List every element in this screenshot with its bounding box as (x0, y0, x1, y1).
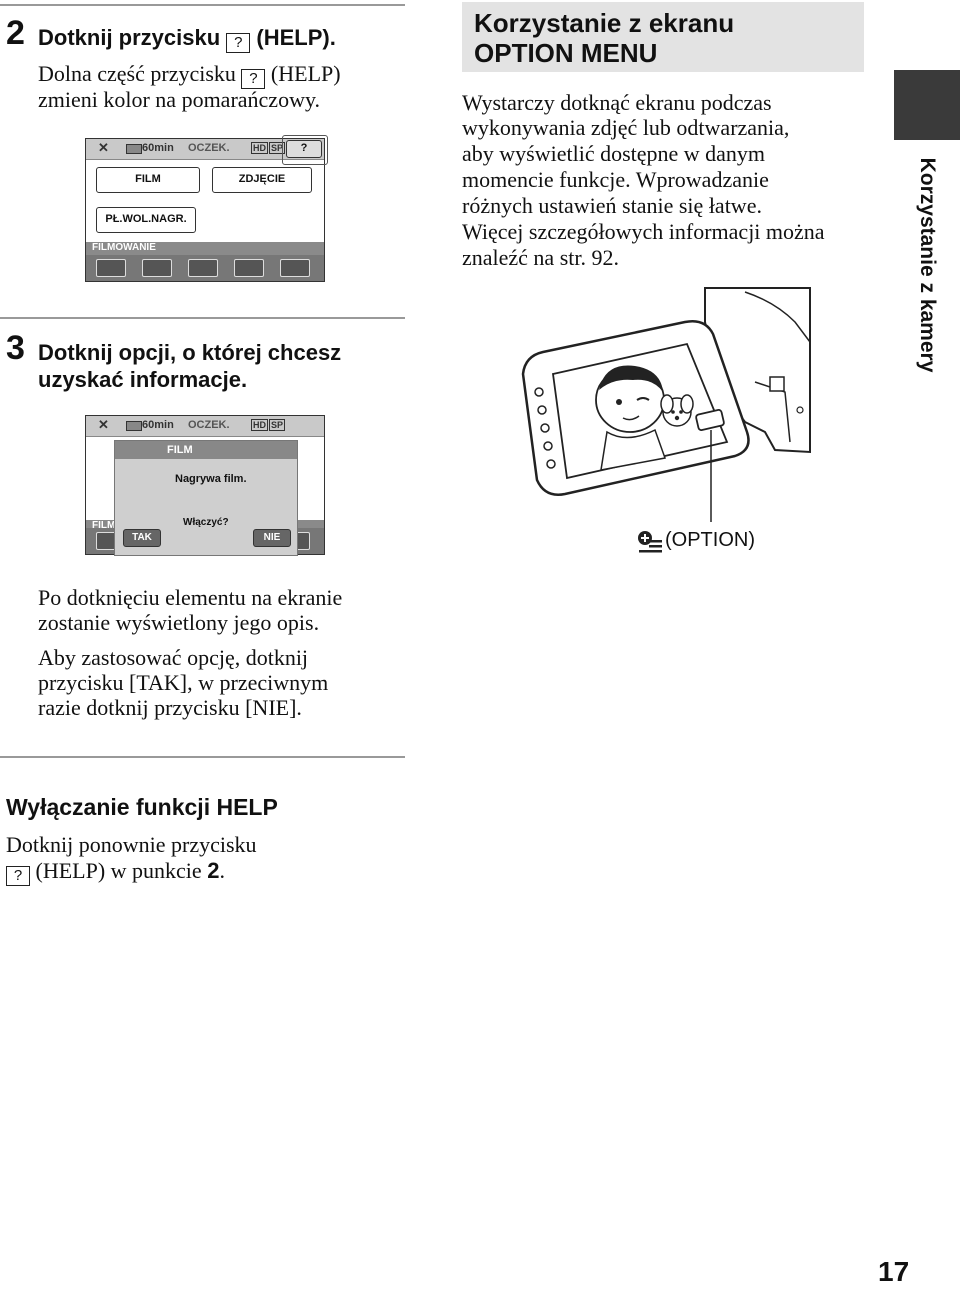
option-menu-heading-line2: OPTION MENU (474, 38, 658, 68)
step-2-title: Dotknij przycisku ? (HELP). (38, 24, 336, 53)
step-2-desc-text: Dolna część przycisku (38, 61, 236, 86)
screen-help-mode: ✕ 60min OCZEK. HD SP ? FILM ZDJĘCIE PŁ.W… (85, 135, 328, 282)
film-option[interactable]: FILM (96, 167, 200, 193)
desc-p2-line3: razie dotknij przycisku [NIE]. (38, 695, 302, 720)
camcorder-illustration (521, 287, 811, 522)
option-menu-line-2: wykonywania zdjęć lub odtwarzania, (462, 115, 790, 140)
status-standby: OCZEK. (188, 142, 230, 154)
option-menu-heading-line1: Korzystanie z ekranu (474, 8, 735, 38)
step-2-title-help: (HELP). (256, 25, 336, 50)
top-rule-left (0, 4, 405, 6)
desc-p2-line1: Aby zastosować opcję, dotknij (38, 645, 309, 670)
option-menu-heading-box (462, 2, 864, 72)
help-off-line2: ? (HELP) w punkcie 2. (6, 858, 225, 886)
camera-tab-icon[interactable] (96, 259, 126, 277)
help-off-line1: Dotknij ponownie przycisku (6, 832, 257, 857)
section-label: FILM (92, 520, 116, 531)
step-3-title-line2: uzyskać informacje. (38, 367, 248, 392)
battery-icon (126, 421, 142, 431)
option-menu-line-4: momencie funkcje. Wprowadzanie (462, 167, 769, 192)
battery-time: 60min (142, 419, 174, 431)
help-button[interactable]: ? (286, 140, 322, 158)
dialog-question: Włączyć? (183, 517, 229, 528)
close-button[interactable]: ✕ (98, 417, 109, 432)
desc-p1-line1: Po dotknięciu elementu na ekranie (38, 585, 343, 610)
settings-tab-icon[interactable] (280, 259, 310, 277)
menu-tab-bar (86, 255, 324, 281)
help-off-heading: Wyłączanie funkcji HELP (6, 794, 278, 820)
step-2-number: 2 (6, 14, 25, 52)
hd-badge: HD (251, 419, 268, 431)
close-button[interactable]: ✕ (98, 140, 109, 155)
status-standby: OCZEK. (188, 419, 230, 431)
step-3-number: 3 (6, 329, 25, 367)
help-off-step-ref: 2 (207, 858, 220, 883)
section-label: FILMOWANIE (92, 242, 156, 253)
mid-rule-left (0, 317, 405, 319)
no-button[interactable]: NIE (253, 529, 291, 547)
screen-help-dialog: ✕ 60min OCZEK. HD SP FILM FILM Nagrywa f… (85, 415, 325, 556)
page-number: 17 (878, 1256, 910, 1287)
step-2-title-text: Dotknij przycisku (38, 25, 221, 50)
option-menu-line-5: różnych ustawień stanie się łatwe. (462, 193, 762, 218)
playback-tab-icon[interactable] (142, 259, 172, 277)
option-menu-line-6: Więcej szczegółowych informacji można (462, 219, 825, 244)
dialog-title-bar: FILM (115, 441, 297, 459)
battery-icon (126, 144, 142, 154)
edit-tab-icon[interactable] (188, 259, 218, 277)
step-3-title-line1: Dotknij opcji, o której chcesz (38, 340, 342, 365)
step-2-desc-help: (HELP) (270, 61, 341, 86)
option-icon (638, 531, 662, 553)
step-2-desc-line2: zmieni kolor na pomarańczowy. (38, 87, 321, 112)
battery-time: 60min (142, 142, 174, 154)
sp-badge: SP (269, 419, 286, 431)
hd-badge: HD (251, 142, 268, 154)
desc-p2-line2: przycisku [TAK], w przeciwnym (38, 670, 329, 695)
option-menu-line-7: znaleźć na str. 92. (462, 245, 619, 270)
help-icon: ? (241, 69, 266, 89)
chapter-tab-marker (894, 70, 960, 140)
screen-status-bar: ✕ 60min OCZEK. HD SP (86, 139, 324, 160)
dialog-title: FILM (167, 444, 193, 456)
bottom-rule-left (0, 756, 405, 758)
section-label-bar: FILMOWANIE (86, 242, 324, 256)
option-callout-label: (OPTION) (665, 529, 755, 551)
help-off-text: (HELP) w punkcie (35, 858, 202, 883)
step-2-desc-line1: Dolna część przycisku ? (HELP) (38, 61, 341, 89)
help-icon: ? (6, 866, 30, 886)
yes-button[interactable]: TAK (123, 529, 161, 547)
sp-badge: SP (269, 142, 286, 154)
help-icon: ? (226, 33, 251, 53)
help-button-highlight (282, 135, 328, 165)
slow-rec-option[interactable]: PŁ.WOL.NAGR. (96, 207, 196, 233)
help-dialog: FILM Nagrywa film. Włączyć? TAK NIE (114, 440, 298, 556)
desc-p1-line2: zostanie wyświetlony jego opis. (38, 610, 320, 635)
help-off-period: . (219, 858, 225, 883)
option-menu-line-1: Wystarczy dotknąć ekranu podczas (462, 90, 772, 115)
dialog-description: Nagrywa film. (175, 473, 247, 485)
screen-status-bar: ✕ 60min OCZEK. HD SP (86, 416, 324, 437)
photo-option[interactable]: ZDJĘCIE (212, 167, 312, 193)
print-tab-icon[interactable] (234, 259, 264, 277)
option-menu-line-3: aby wyświetlić dostępne w danym (462, 141, 766, 166)
chapter-tab-label: Korzystanie z kamery (916, 157, 939, 373)
